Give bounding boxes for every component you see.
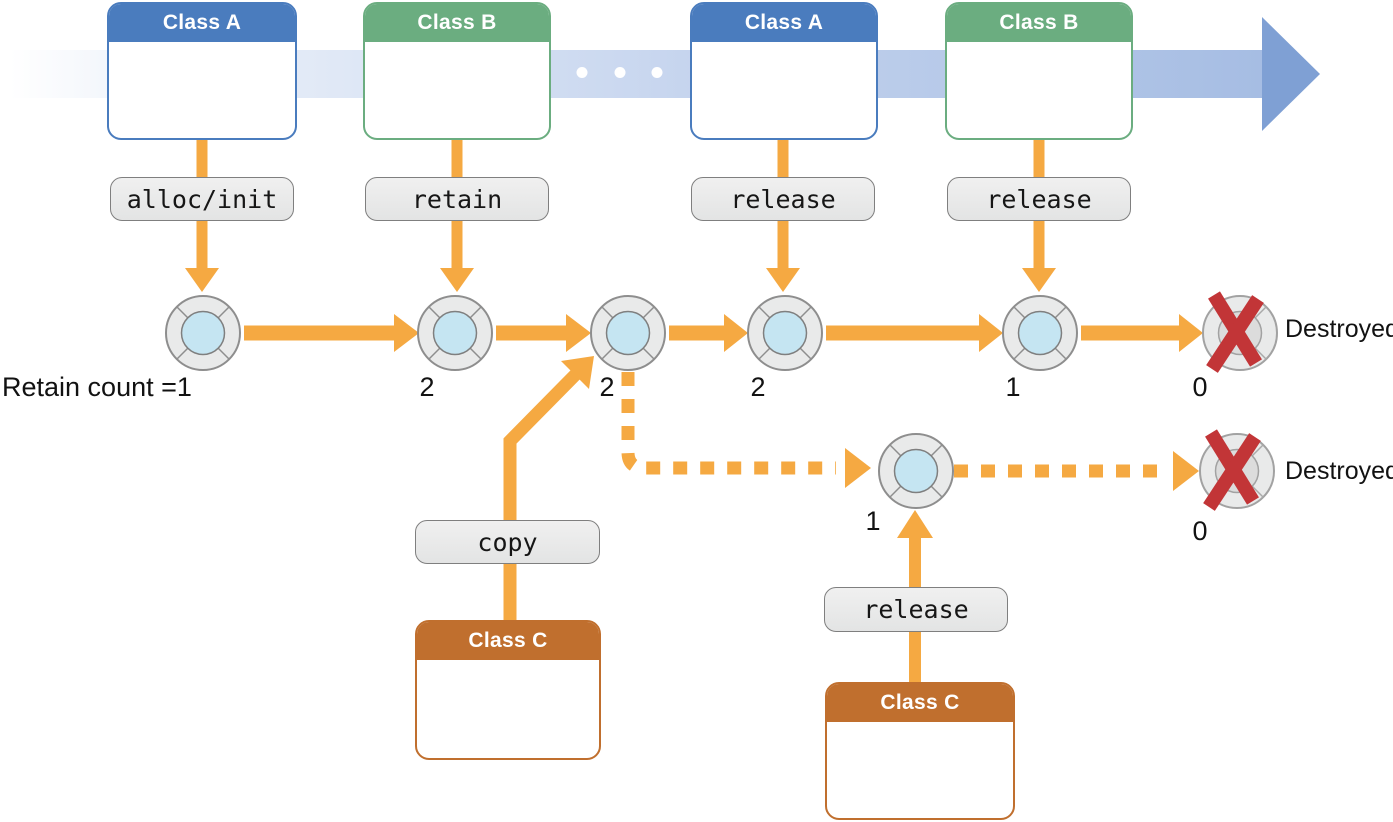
retain-count-copied-node: 1 <box>865 506 881 536</box>
class-c-label-1: Class C <box>417 622 599 660</box>
object-node-3 <box>590 295 666 371</box>
lifecycle-flow-arrows <box>244 314 1203 352</box>
class-b-label-2: Class B <box>947 4 1131 42</box>
copied-object-branch-arrow <box>621 372 1199 491</box>
retain-count-destroyed-branch: 0 <box>1192 516 1208 546</box>
class-b-label-1: Class B <box>365 4 549 42</box>
retain-arrow <box>440 140 474 292</box>
release-arrow-1 <box>766 140 800 292</box>
retain-count-destroyed-main: 0 <box>1192 372 1208 402</box>
retain-count-node-4: 2 <box>750 372 766 402</box>
class-a-box-1: Class A <box>107 2 297 140</box>
object-node-1 <box>165 295 241 371</box>
class-a-label-2: Class A <box>692 4 876 42</box>
destroyed-label-main: Destroyed <box>1285 315 1393 343</box>
copy-arrow <box>503 356 594 620</box>
destroyed-object-icon-main <box>1203 295 1277 370</box>
release-pill-1: release <box>691 177 875 221</box>
destroyed-label-branch: Destroyed <box>1285 457 1393 485</box>
class-c-box-release: Class C <box>825 682 1015 820</box>
class-c-label-2: Class C <box>827 684 1013 722</box>
retain-count-node-2: 2 <box>419 372 435 402</box>
class-c-box-copy: Class C <box>415 620 601 760</box>
destroyed-object-icon-branch <box>1200 433 1274 508</box>
class-b-box-1: Class B <box>363 2 551 140</box>
copy-pill: copy <box>415 520 600 564</box>
class-a-label-1: Class A <box>109 4 295 42</box>
timeline-ellipsis-dots <box>576 67 663 78</box>
class-a-box-2: Class A <box>690 2 878 140</box>
retain-pill: retain <box>365 177 549 221</box>
copied-object-node <box>878 433 954 509</box>
alloc-init-arrow <box>185 140 219 292</box>
alloc-init-pill: alloc/init <box>110 177 294 221</box>
release-arrow-2 <box>1022 140 1056 292</box>
retain-count-node-3: 2 <box>599 372 615 402</box>
object-node-5 <box>1002 295 1078 371</box>
retain-count-start-label: Retain count =1 <box>2 372 192 402</box>
object-node-4 <box>747 295 823 371</box>
release-pill-3: release <box>824 587 1008 632</box>
class-b-box-2: Class B <box>945 2 1133 140</box>
release-pill-2: release <box>947 177 1131 221</box>
retain-count-node-5: 1 <box>1005 372 1021 402</box>
object-node-2 <box>417 295 493 371</box>
